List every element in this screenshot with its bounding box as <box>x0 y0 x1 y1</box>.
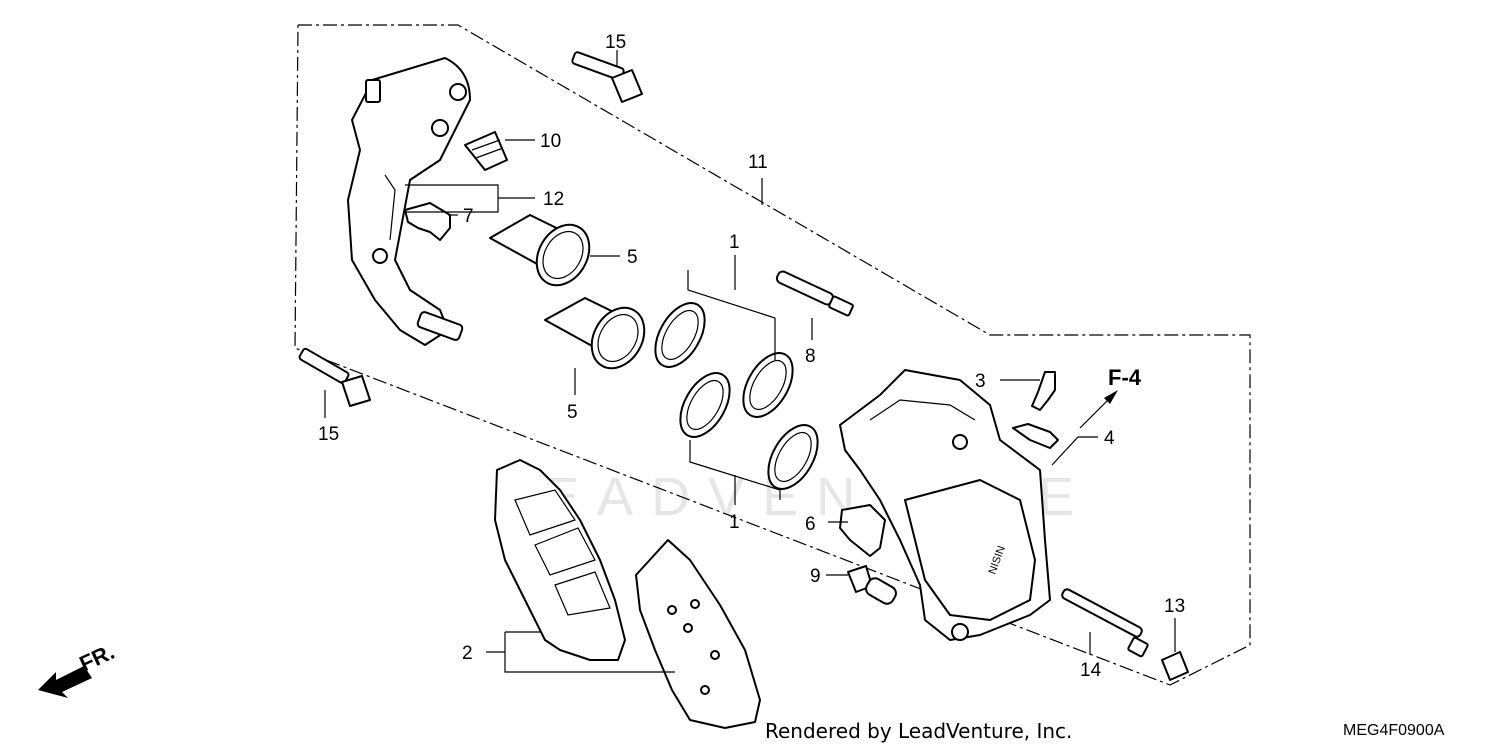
callout-1-upper: 1 <box>729 232 740 253</box>
callout-12: 12 <box>543 189 564 210</box>
reference-label: F-4 <box>1108 365 1142 390</box>
callout-5-lower: 5 <box>567 402 578 423</box>
diagram-code: MEG4F0900A <box>1343 722 1445 739</box>
callout-1-lower: 1 <box>729 512 740 533</box>
credit-text: Rendered by LeadVenture, Inc. <box>765 719 1072 743</box>
bleed-valve-cap[interactable] <box>1012 423 1059 449</box>
front-direction-arrow <box>38 666 92 698</box>
bolt-upper[interactable] <box>571 51 643 103</box>
callout-15-lower: 15 <box>318 424 339 445</box>
leader-lines <box>324 50 1176 673</box>
brake-pipe-fitting[interactable] <box>847 565 898 606</box>
pin-boot[interactable] <box>464 131 508 171</box>
slide-pin[interactable] <box>775 270 854 317</box>
callout-11: 11 <box>748 152 768 173</box>
pad-pin[interactable] <box>1061 588 1149 658</box>
caliper-bracket[interactable] <box>347 57 471 346</box>
callout-4: 4 <box>1104 428 1115 449</box>
reference-arrow <box>1079 390 1118 429</box>
callout-13: 13 <box>1164 596 1185 617</box>
piston-lower[interactable] <box>544 297 655 378</box>
brake-pad-inner[interactable] <box>494 459 626 661</box>
callout-15-upper: 15 <box>605 32 626 53</box>
callout-8: 8 <box>805 346 816 367</box>
caliper-body[interactable]: NISIN <box>839 369 1051 641</box>
assembly-boundary <box>294 24 1251 686</box>
callout-9: 9 <box>810 566 821 587</box>
bleed-valve[interactable] <box>1031 371 1056 411</box>
pad-retainer-clip[interactable] <box>404 202 451 241</box>
piston-upper[interactable] <box>489 214 600 295</box>
callout-7: 7 <box>463 206 474 227</box>
callout-14: 14 <box>1080 660 1102 681</box>
callout-10: 10 <box>540 131 561 152</box>
callout-6: 6 <box>805 514 816 535</box>
bolt-lower[interactable] <box>298 347 371 407</box>
pad-pin-plug[interactable] <box>1161 651 1189 681</box>
callout-3: 3 <box>975 371 986 392</box>
pad-spring[interactable] <box>839 504 886 557</box>
piston-seals[interactable] <box>645 295 828 498</box>
callout-2: 2 <box>462 643 473 664</box>
callout-5-upper: 5 <box>627 247 638 268</box>
brake-pad-outer[interactable] <box>635 539 761 729</box>
